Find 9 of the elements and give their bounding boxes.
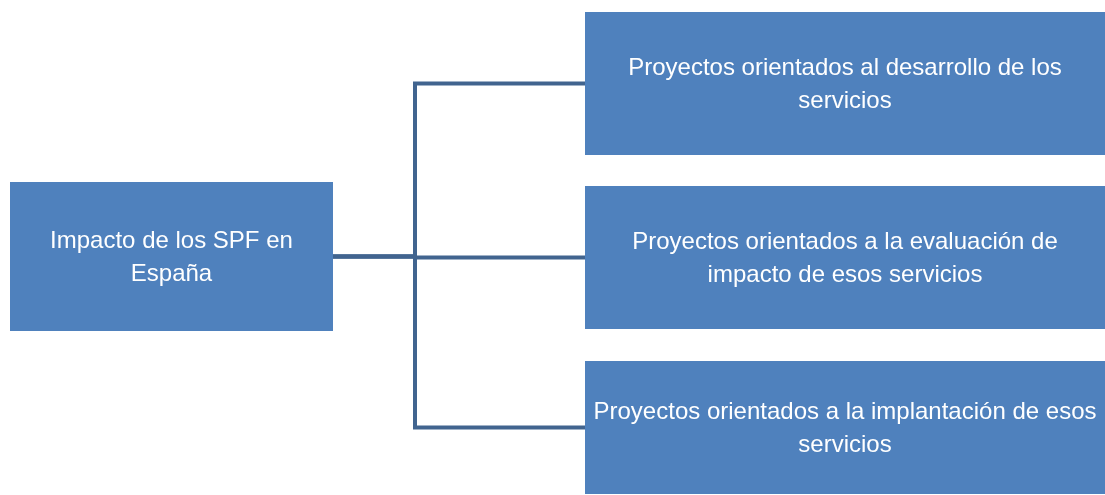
box-text: Proyectos orientados a la evaluación de impacto de esos servicios xyxy=(631,226,1059,289)
process-box xyxy=(585,361,1105,494)
box-text: Proyectos orientados a la implantación de esos servicios xyxy=(592,396,1098,459)
box-text: Impacto de los SPF en España xyxy=(49,225,294,288)
process-box xyxy=(585,186,1105,329)
box-text: Proyectos orientados al desarrollo de los servicios xyxy=(627,52,1063,115)
connector-line xyxy=(333,254,585,430)
process-box xyxy=(585,12,1105,155)
process-box xyxy=(10,182,333,331)
